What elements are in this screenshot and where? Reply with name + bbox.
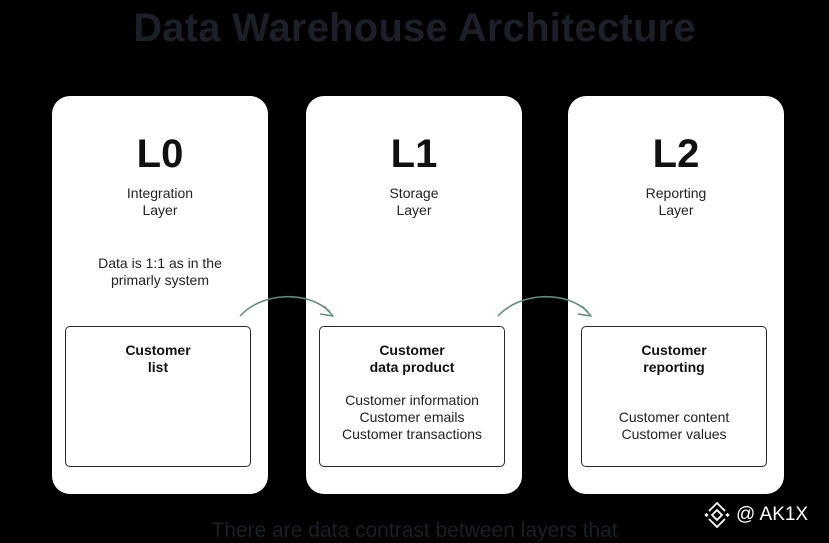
layer-name: Integration Layer — [82, 185, 238, 219]
layer-code: L2 — [652, 132, 700, 176]
box-title-line: data product — [369, 359, 455, 375]
box-title-line: list — [147, 359, 169, 375]
box-title-line: Customer — [379, 342, 445, 358]
layer-name-line: Storage — [389, 185, 439, 201]
layer-name: Reporting Layer — [598, 185, 754, 219]
box-items: Customer information Customer emails Cus… — [324, 392, 500, 443]
box-item: Customer emails — [359, 409, 465, 425]
layer-name-line: Integration — [126, 185, 194, 201]
layer-note-line: primarly system — [110, 272, 209, 288]
arrowhead-l0-to-l1 — [319, 305, 334, 317]
box-items: Customer content Customer values — [586, 409, 762, 443]
layer-code: L1 — [390, 132, 438, 176]
binance-diamond-icon — [704, 502, 730, 528]
box-item: Customer information — [345, 392, 479, 408]
box-title: Customer data product — [330, 342, 494, 376]
customer-list-box: Customer list — [65, 326, 251, 467]
caption: There are data contrast between layers t… — [211, 519, 618, 542]
box-title: Customer reporting — [592, 342, 756, 376]
customer-reporting-box: Customer reporting Customer content Cust… — [581, 326, 767, 467]
layer-note: Data is 1:1 as in the primarly system — [68, 255, 252, 289]
customer-data-product-box: Customer data product Customer informati… — [319, 326, 505, 467]
page-title: Data Warehouse Architecture — [133, 6, 696, 50]
arrow-l1-to-l2 — [497, 295, 589, 317]
box-item: Customer values — [621, 426, 727, 442]
layer-name: Storage Layer — [336, 185, 492, 219]
layer-card-l1: L1 Storage Layer Customer data product C… — [306, 96, 522, 494]
box-title: Customer list — [76, 342, 240, 376]
layer-code: L0 — [136, 132, 184, 176]
layer-name-line: Reporting — [645, 185, 707, 201]
arrowhead-l1-to-l2 — [577, 305, 592, 317]
arrow-l0-to-l1 — [239, 295, 331, 317]
layer-note-line: Data is 1:1 as in the — [98, 255, 222, 271]
layer-card-l0: L0 Integration Layer Data is 1:1 as in t… — [52, 96, 268, 494]
watermark: @ AK1X — [704, 502, 808, 528]
box-item: Customer transactions — [341, 426, 483, 442]
box-item: Customer content — [618, 409, 730, 425]
box-title-line: Customer — [125, 342, 191, 358]
layer-name-line: Layer — [658, 202, 694, 218]
watermark-text: @ AK1X — [736, 504, 809, 525]
box-title-line: reporting — [643, 359, 705, 375]
box-title-line: Customer — [641, 342, 707, 358]
layer-card-l2: L2 Reporting Layer Customer reporting Cu… — [568, 96, 784, 494]
layer-name-line: Layer — [396, 202, 432, 218]
layer-name-line: Layer — [142, 202, 178, 218]
